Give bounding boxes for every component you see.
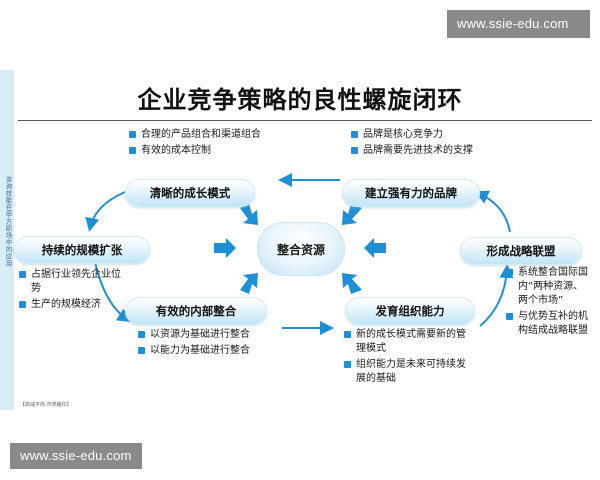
bullet-icon: [19, 301, 26, 308]
bullet-icon: [506, 313, 513, 320]
list-item: 品牌是核心竞争力: [350, 128, 490, 142]
list-item: 合理的产品组合和渠道组合: [128, 128, 278, 142]
list-clear-growth: 合理的产品组合和渠道组合 有效的成本控制: [128, 128, 278, 160]
list-item: 系统整合国际国内“两种资源、两个市场”: [505, 266, 593, 308]
bullet-icon: [344, 331, 351, 338]
list-item: 占据行业领先企业位势: [18, 268, 124, 296]
node-capability: 发育组织能力: [345, 297, 475, 325]
arrow-alliance-to-brand: [474, 190, 511, 233]
bullet-icon: [129, 147, 136, 154]
footnote: 【郎咸平商·归类编印】: [20, 402, 72, 408]
bullet-icon: [129, 131, 136, 138]
list-item: 组织能力是未来可持续发展的基础: [343, 358, 475, 386]
page-title: 企业竞争策略的良性螺旋闭环: [137, 86, 463, 114]
bullet-icon: [351, 147, 358, 154]
arrow-growth-to-scale: [85, 191, 126, 232]
list-item: 品牌需要先进技术的支撑: [350, 144, 490, 158]
bullet-icon: [19, 271, 26, 278]
list-item: 与优势互补的机构结成战略联盟: [505, 310, 593, 338]
sidebar-strip: 咨询技能在甲方职场中的应用: [0, 70, 14, 410]
list-item: 新的成长模式需要新的管理模式: [343, 328, 475, 356]
list-item: 以能力为基础进行整合: [137, 344, 267, 358]
node-strong-brand: 建立强有力的品牌: [342, 179, 480, 207]
arrow-in-left: [214, 238, 236, 258]
list-internal: 以资源为基础进行整合 以能力为基础进行整合: [137, 328, 267, 360]
bullet-icon: [351, 131, 358, 138]
bullet-icon: [344, 361, 351, 368]
list-item: 有效的成本控制: [128, 144, 278, 158]
list-scale-expand: 占据行业领先企业位势 生产的规模经济: [18, 268, 124, 314]
sidebar-caption: 咨询技能在甲方职场中的应用: [4, 176, 12, 267]
bullet-icon: [138, 347, 145, 354]
list-strong-brand: 品牌是核心竞争力 品牌需要先进技术的支撑: [350, 128, 490, 160]
watermark-bottom: www.ssie-edu.com: [10, 443, 142, 469]
arrow-scale-to-internal: [94, 261, 132, 323]
node-scale-expand: 持续的规模扩张: [14, 236, 150, 264]
node-clear-growth: 清晰的成长模式: [125, 179, 255, 207]
list-capability: 新的成长模式需要新的管理模式 组织能力是未来可持续发展的基础: [343, 328, 475, 388]
bullet-icon: [506, 269, 513, 276]
arrow-in-top-right: [342, 204, 362, 225]
node-internal: 有效的内部整合: [125, 297, 267, 325]
arrow-in-bottom-left: [240, 273, 258, 294]
arrow-in-right: [364, 238, 386, 258]
watermark-top: www.ssie-edu.com: [447, 10, 590, 38]
list-item: 以资源为基础进行整合: [137, 328, 267, 342]
arrow-capability-to-alliance: [479, 264, 514, 327]
list-item: 生产的规模经济: [18, 298, 124, 312]
list-alliance: 系统整合国际国内“两种资源、两个市场” 与优势互补的机构结成战略联盟: [505, 266, 593, 340]
node-alliance: 形成战略联盟: [460, 237, 582, 265]
arrow-in-bottom-right: [342, 273, 362, 294]
title-divider: [18, 120, 592, 121]
center-node: 整合资源: [257, 222, 345, 276]
arrow-in-top-left: [240, 204, 258, 225]
bullet-icon: [138, 331, 145, 338]
